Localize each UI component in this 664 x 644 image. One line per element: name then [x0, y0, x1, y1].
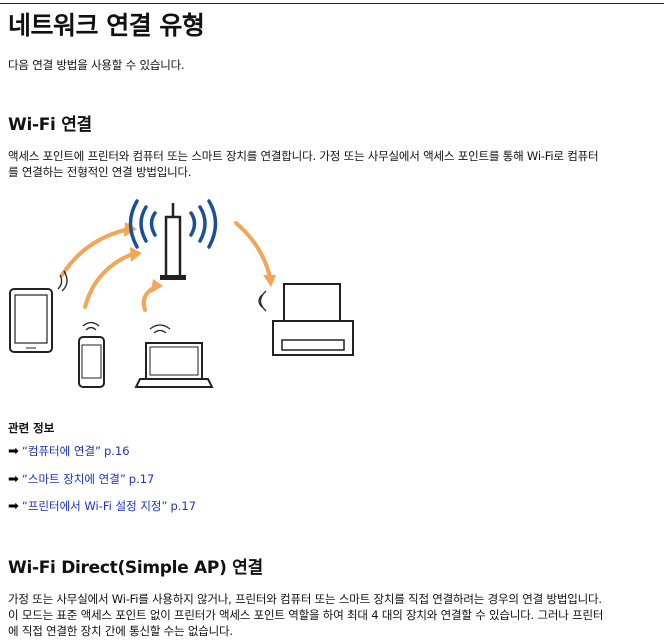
arrow-right-icon: ➡	[8, 498, 19, 514]
related-link-1[interactable]: ➡ “컴퓨터에 연결” p.16	[8, 443, 130, 459]
arrow-tablet-to-router	[60, 228, 127, 277]
direct-body-line3: 에 직접 연결한 장치 간에 통신할 수는 없습니다.	[8, 624, 233, 638]
related-info-title: 관련 정보	[8, 421, 55, 435]
arrow-phone-to-router	[83, 253, 132, 309]
top-rule	[0, 3, 664, 4]
direct-body-line1: 가정 또는 사무실에서 Wi-Fi를 사용하지 않거나, 프린터와 컴퓨터 또는…	[8, 592, 602, 606]
related-link-page[interactable]: p.17	[170, 499, 197, 513]
tablet-icon	[9, 270, 68, 353]
smartphone-icon	[78, 321, 105, 388]
laptop-icon	[134, 324, 214, 388]
related-link-2[interactable]: ➡ “스마트 장치에 연결” p.17	[8, 471, 154, 487]
related-link-page[interactable]: p.17	[128, 472, 155, 486]
wifi-direct-heading: Wi-Fi Direct(Simple AP) 연결	[8, 558, 263, 578]
router-icon	[128, 199, 218, 280]
related-link-text[interactable]: “컴퓨터에 연결”	[21, 444, 101, 458]
related-link-text[interactable]: “스마트 장치에 연결”	[21, 472, 126, 486]
related-link-3[interactable]: ➡ “프린터에서 Wi-Fi 설정 지정” p.17	[8, 498, 196, 514]
wifi-connection-illustration	[9, 199, 354, 388]
related-link-page[interactable]: p.16	[103, 444, 130, 458]
printer-icon	[258, 283, 354, 356]
arrow-router-to-printer	[234, 221, 272, 279]
arrow-right-icon: ➡	[8, 471, 19, 487]
wifi-body-line1: 액세스 포인트에 프린터와 컴퓨터 또는 스마트 장치를 연결합니다. 가정 또…	[8, 149, 599, 163]
arrow-heads	[124, 222, 276, 293]
connection-arrows	[60, 221, 272, 312]
direct-body-line2: 이 모드는 표준 액세스 포인트 없이 프린터가 액세스 포인트 역할을 하여 …	[8, 608, 604, 622]
page-title: 네트워크 연결 유형	[8, 11, 205, 40]
arrow-right-icon: ➡	[8, 443, 19, 459]
related-link-text[interactable]: “프린터에서 Wi-Fi 설정 지정”	[21, 499, 168, 513]
wifi-body-line2: 를 연결하는 전형적인 연결 방법입니다.	[8, 165, 192, 179]
intro-text: 다음 연결 방법을 사용할 수 있습니다.	[8, 58, 185, 72]
wifi-heading: Wi-Fi 연결	[8, 115, 92, 135]
